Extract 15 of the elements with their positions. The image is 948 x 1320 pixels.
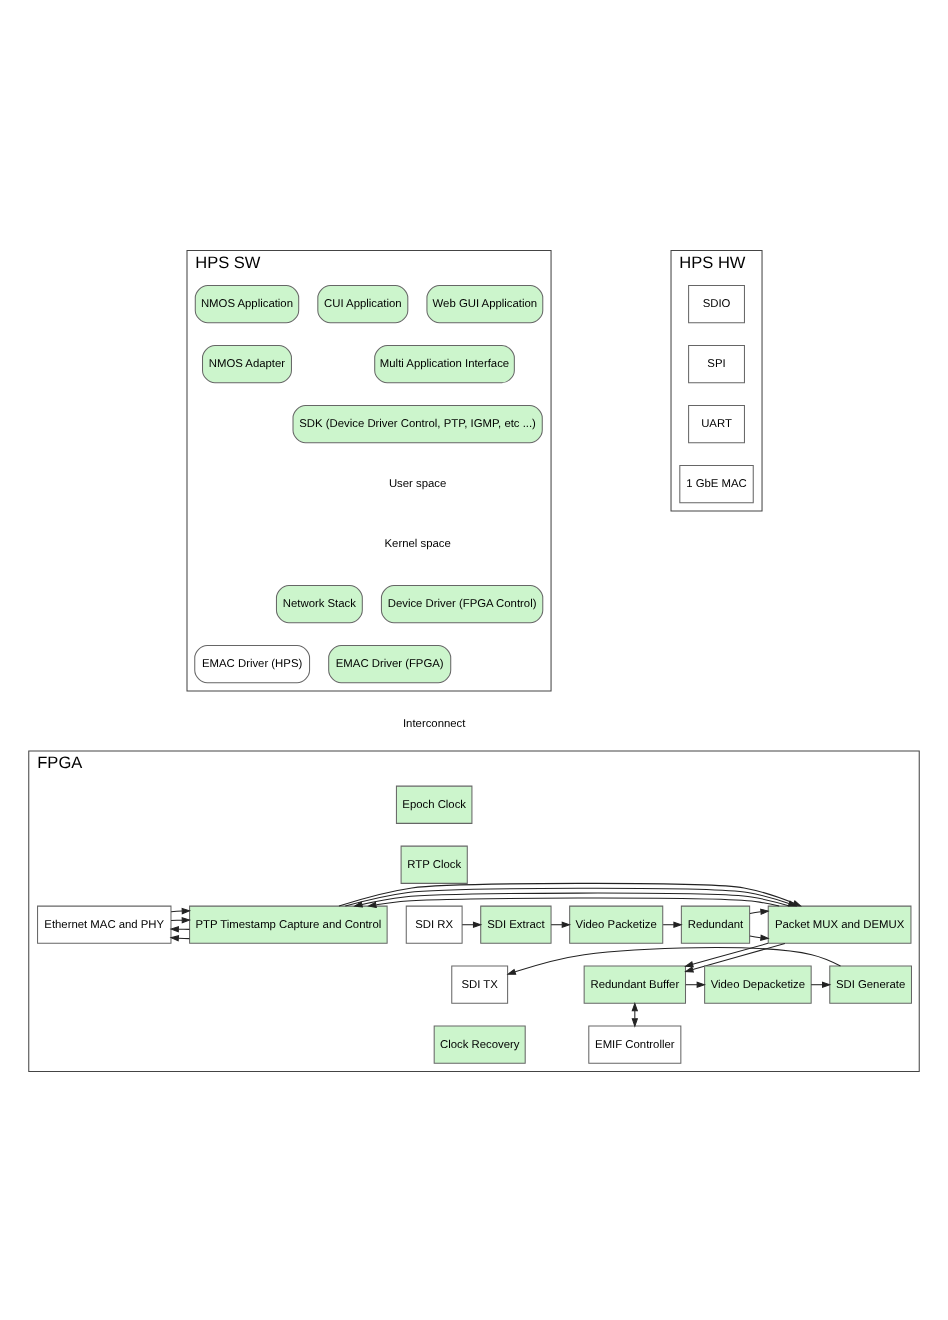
arrow (749, 907, 770, 915)
arrow (684, 941, 769, 967)
arrow (367, 896, 780, 907)
arrow (170, 915, 191, 923)
arrow (170, 906, 191, 914)
arrow (169, 924, 190, 932)
arrow (684, 941, 786, 972)
arrow (810, 980, 832, 987)
arrow (169, 933, 190, 941)
arrow (662, 920, 683, 927)
arrow (749, 933, 770, 940)
arrow (461, 920, 483, 927)
arrow (506, 946, 841, 974)
arrow (550, 920, 571, 927)
arrow (353, 891, 790, 907)
